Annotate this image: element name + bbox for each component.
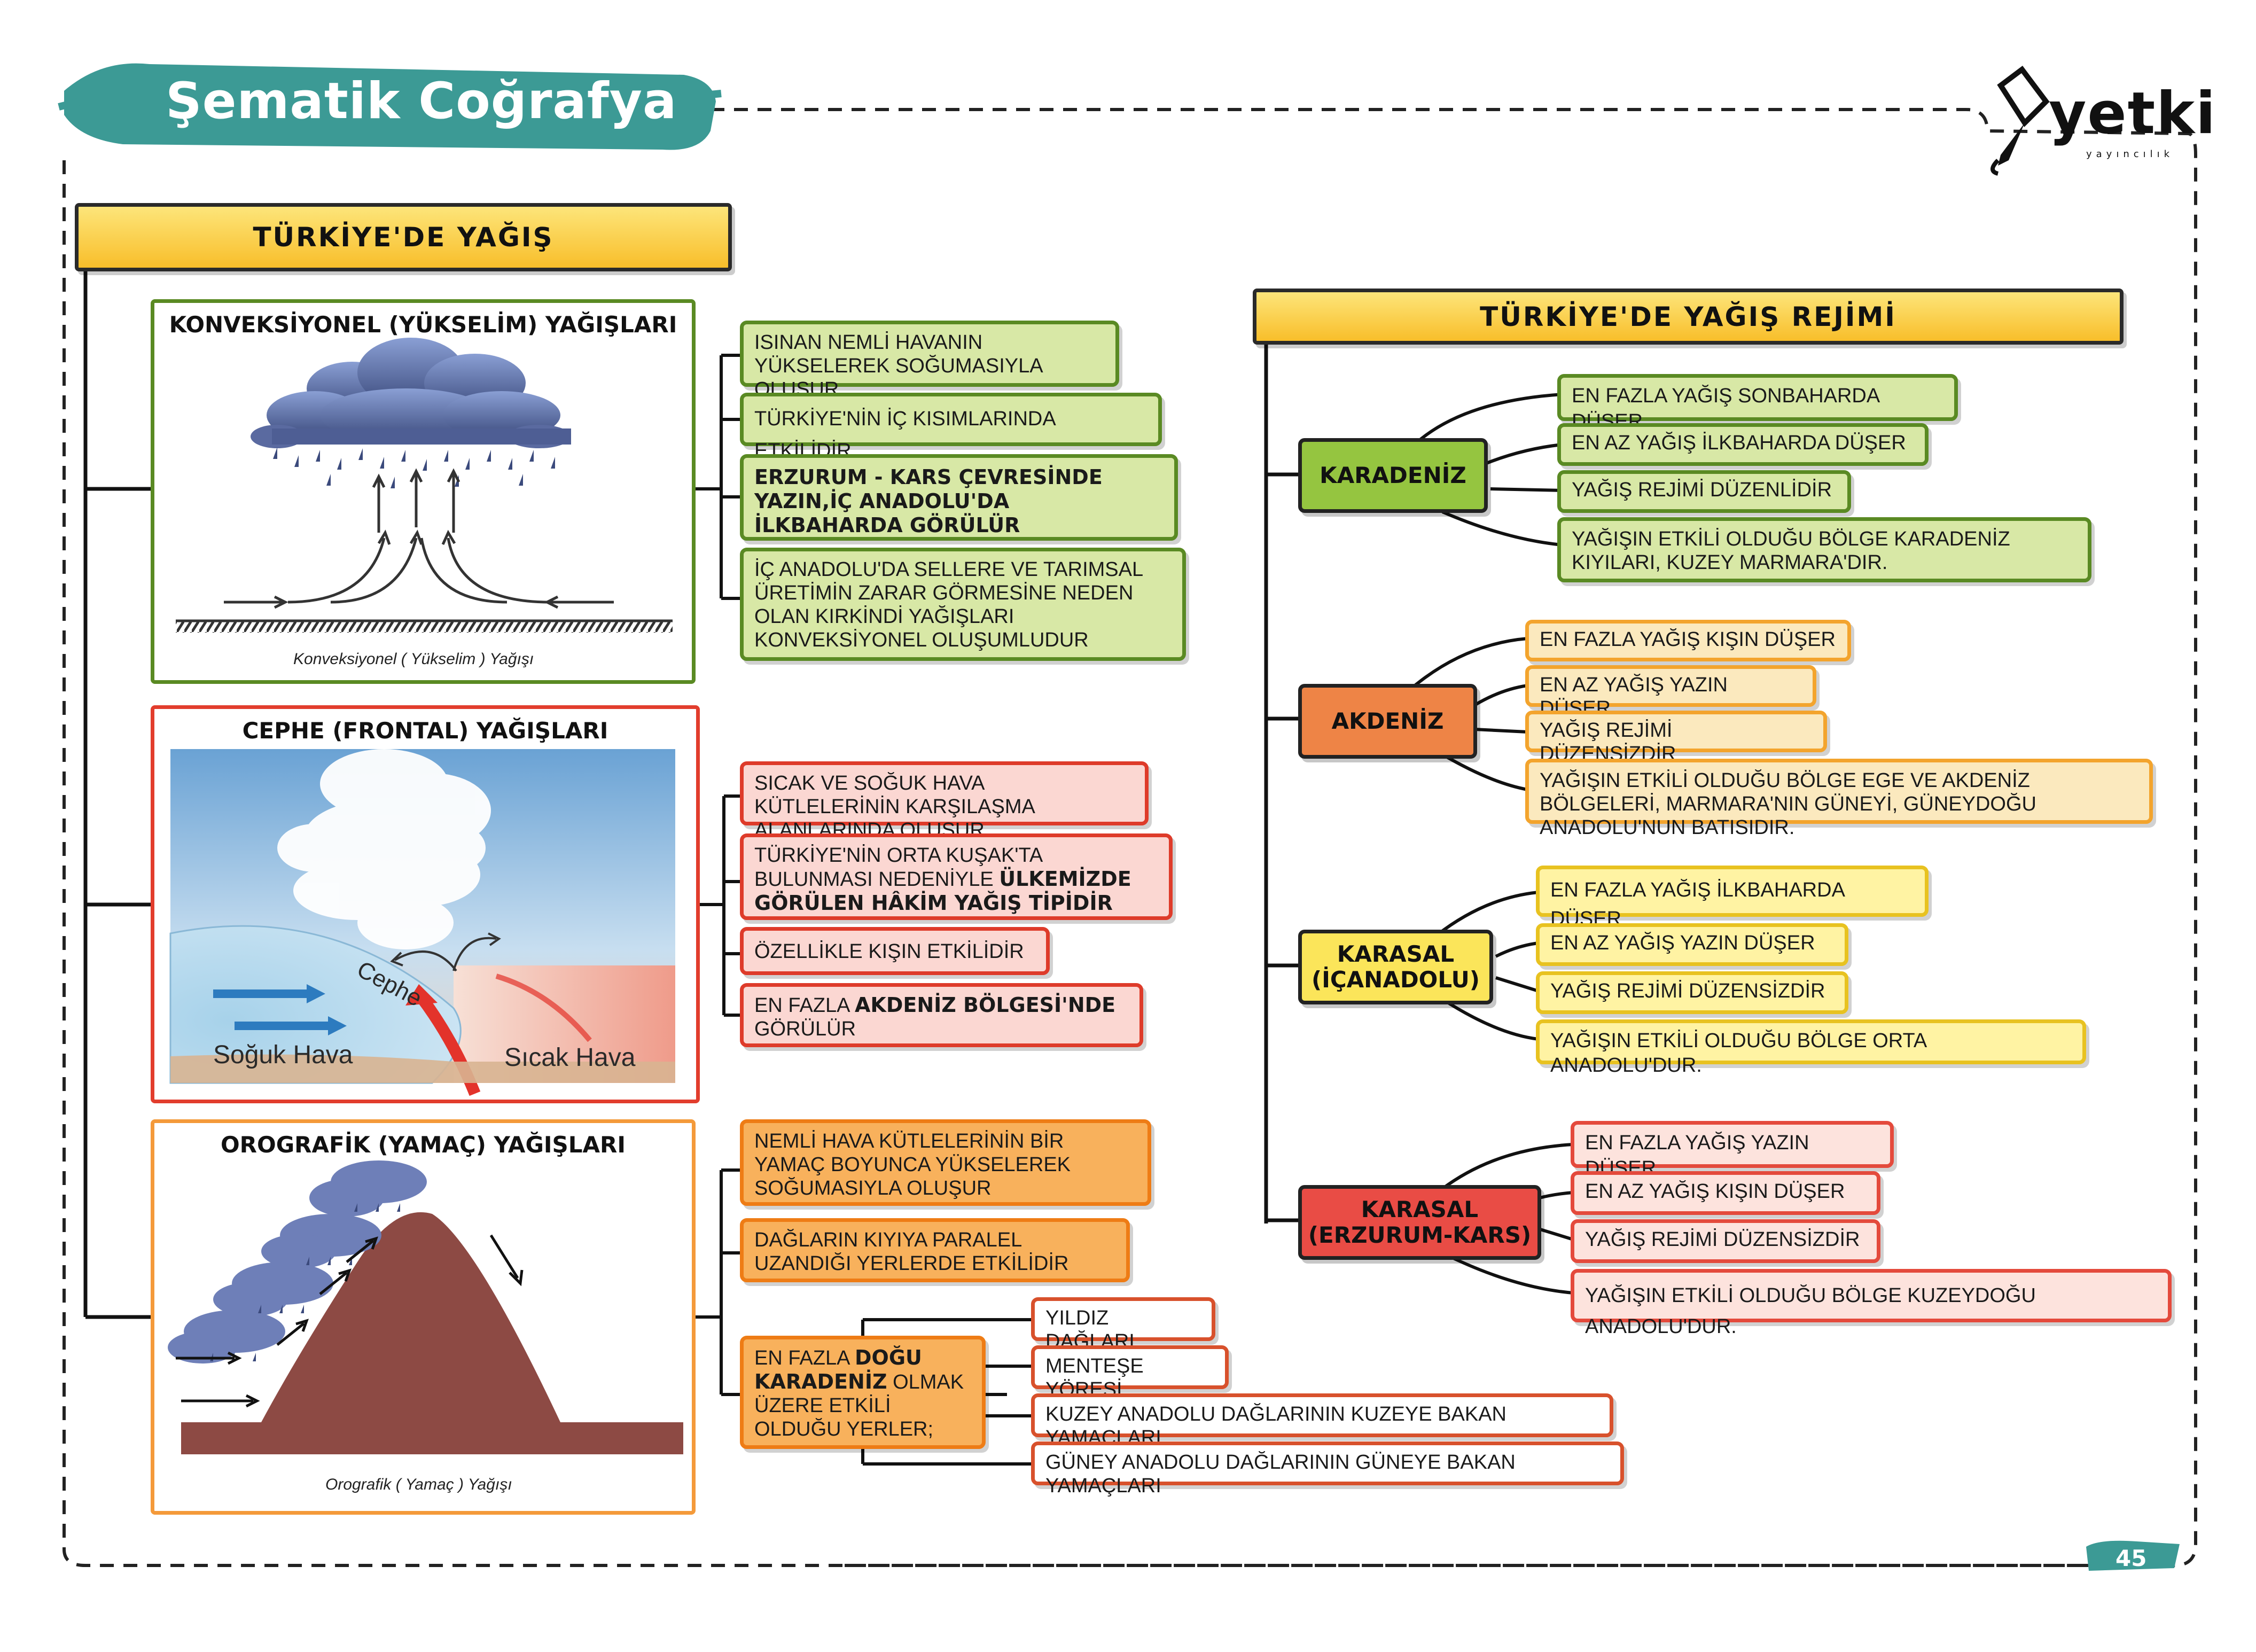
orographic-note-3-bold: DOĞU KARADENİZ — [754, 1346, 922, 1393]
orographic-place-2: MENTEŞE YÖRESİ — [1031, 1345, 1229, 1401]
orographic-panel: OROGRAFİK (YAMAÇ) YAĞIŞLARI — [151, 1119, 696, 1515]
region-karasal-icanadolu: KARASAL (İÇANADOLU) — [1298, 930, 1493, 1004]
rain-drops — [273, 447, 555, 488]
lift-arrows — [390, 932, 501, 972]
frontal-note-4-bold: AKDENİZ BÖLGESİ'NDE — [854, 993, 1116, 1017]
orographic-note-2: DAĞLARIN KIYIYA PARALEL UZANDIĞI YERLERD… — [740, 1218, 1130, 1282]
akdeniz-item-2: EN AZ YAĞIŞ YAZIN DÜŞER — [1525, 665, 1816, 720]
convection-note-4: İÇ ANADOLU'DA SELLERE VE TARIMSAL ÜRETİM… — [740, 548, 1186, 661]
karasal-ic-item-2: EN AZ YAĞIŞ YAZIN DÜŞER — [1536, 923, 1848, 966]
regime-header: TÜRKİYE'DE YAĞIŞ REJİMİ — [1253, 289, 2124, 345]
frontal-note-2-bold: ÜLKEMİZDE GÖRÜLEN HÂKİM YAĞIŞ TİPİDİR — [754, 867, 1131, 915]
frontal-note-4-c: GÖRÜLÜR — [754, 1018, 856, 1040]
banner-shape — [58, 63, 722, 150]
frontal-title: CEPHE (FRONTAL) YAĞIŞLARI — [242, 718, 608, 744]
warm-air-label: Sıcak Hava — [504, 1043, 636, 1072]
main-header: TÜRKİYE'DE YAĞIŞ — [75, 203, 732, 271]
banner-title: Şematik Coğrafya — [166, 72, 677, 130]
pen-icon — [1990, 66, 2050, 176]
karasal-ek-item-2: EN AZ YAĞIŞ KIŞIN DÜŞER — [1571, 1171, 1880, 1215]
convection-note-3: ERZURUM - KARS ÇEVRESİNDE YAZIN,İÇ ANADO… — [740, 454, 1178, 541]
orographic-note-3-c: OLMAK ÜZERE ETKİLİ OLDUĞU YERLER; — [754, 1371, 964, 1440]
orographic-note-3-a: EN FAZLA — [754, 1347, 855, 1369]
region-karasal-erzurum-kars: KARASAL (ERZURUM-KARS) — [1298, 1185, 1541, 1260]
logo-text: yetki — [2049, 80, 2217, 147]
cold-air-arrows — [213, 984, 347, 1035]
karadeniz-item-4: YAĞIŞIN ETKİLİ OLDUĞU BÖLGE KARADENİZ KI… — [1557, 517, 2091, 582]
mountain-shape — [181, 1212, 683, 1454]
convection-caption: Konveksiyonel ( Yükselim ) Yağışı — [293, 650, 534, 668]
frontal-note-4: EN FAZLA AKDENİZ BÖLGESİ'NDE GÖRÜLÜR — [740, 983, 1143, 1047]
karasal-ek-item-1: EN FAZLA YAĞIŞ YAZIN DÜŞER — [1571, 1121, 1894, 1180]
frontal-note-4-a: EN FAZLA — [754, 994, 855, 1017]
page-frame-left-bottom — [63, 160, 2094, 1567]
akdeniz-item-1: EN FAZLA YAĞIŞ KIŞIN DÜŞER — [1525, 620, 1851, 661]
orographic-title: OROGRAFİK (YAMAÇ) YAĞIŞLARI — [220, 1132, 626, 1158]
frontal-note-3: ÖZELLİKLE KIŞIN ETKİLİDİR — [740, 927, 1050, 975]
convection-title: KONVEKSİYONEL (YÜKSELİM) YAĞIŞLARI — [169, 311, 677, 338]
akdeniz-item-4: YAĞIŞIN ETKİLİ OLDUĞU BÖLGE EGE VE AKDEN… — [1525, 759, 2153, 839]
karadeniz-item-3: YAĞIŞ REJİMİ DÜZENLİDİR — [1557, 470, 1851, 513]
convection-illustration — [176, 338, 673, 633]
cold-air-label: Soğuk Hava — [213, 1041, 353, 1069]
convection-panel: KONVEKSİYONEL (YÜKSELİM) YAĞIŞLARI — [151, 299, 696, 684]
orographic-note-3: EN FAZLA DOĞU KARADENİZ OLMAK ÜZERE ETKİ… — [740, 1336, 986, 1449]
convection-note-1: ISINAN NEMLİ HAVANIN YÜKSELEREK SOĞUMASI… — [740, 321, 1119, 401]
frontal-note-1: SICAK VE SOĞUK HAVA KÜTLELERİNİN KARŞILA… — [740, 761, 1149, 841]
karadeniz-item-1: EN FAZLA YAĞIŞ SONBAHARDA DÜŞER — [1557, 374, 1958, 433]
frontal-illustration — [169, 749, 675, 1096]
karasal-ek-item-3: YAĞIŞ REJİMİ DÜZENSİZDİR — [1571, 1219, 1880, 1263]
page-frame-top-right — [711, 108, 2197, 1567]
orographic-place-3: KUZEY ANADOLU DAĞLARININ KUZEYE BAKAN YA… — [1031, 1393, 1613, 1449]
karasal-ek-item-4: YAĞIŞIN ETKİLİ OLDUĞU BÖLGE KUZEYDOĞU AN… — [1571, 1269, 2172, 1338]
orographic-caption: Orografik ( Yamaç ) Yağışı — [325, 1476, 512, 1493]
frontal-note-2-text: TÜRKİYE'NİN ORTA KUŞAK'TA BULUNMASI NEDE… — [754, 844, 1042, 891]
orographic-place-4: GÜNEY ANADOLU DAĞLARININ GÜNEYE BAKAN YA… — [1031, 1441, 1624, 1497]
rising-air-arrows — [224, 468, 614, 609]
convection-note-2: TÜRKİYE'NİN İÇ KISIMLARINDA ETKİLİDİR — [740, 393, 1162, 462]
orographic-cloud-icons — [168, 1160, 427, 1363]
region-akdeniz: AKDENİZ — [1298, 684, 1477, 759]
ground-strip — [176, 621, 673, 633]
orographic-illustration — [168, 1160, 683, 1454]
page-number: 45 — [2116, 1545, 2147, 1571]
storm-cloud-icon — [251, 338, 571, 448]
karasal-ic-item-4: YAĞIŞIN ETKİLİ OLDUĞU BÖLGE ORTA ANADOLU… — [1536, 1019, 2086, 1077]
karasal-ic-item-3: YAĞIŞ REJİMİ DÜZENSİZDİR — [1536, 971, 1848, 1014]
cumulus-cloud-icon — [277, 749, 491, 949]
frontal-panel: CEPHE (FRONTAL) YAĞIŞLARI — [151, 705, 700, 1103]
orographic-wind-arrows — [176, 1234, 524, 1408]
orographic-note-1: NEMLİ HAVA KÜTLELERİNİN BİR YAMAÇ BOYUNC… — [740, 1119, 1151, 1206]
frontal-note-2: TÜRKİYE'NİN ORTA KUŞAK'TA BULUNMASI NEDE… — [740, 833, 1173, 920]
convection-note-3-text: ERZURUM - KARS ÇEVRESİNDE YAZIN,İÇ ANADO… — [754, 465, 1103, 537]
karadeniz-item-2: EN AZ YAĞIŞ İLKBAHARDA DÜŞER — [1557, 423, 1929, 466]
region-karadeniz: KARADENİZ — [1298, 438, 1488, 513]
logo-subtitle: yayıncılık — [2086, 149, 2174, 160]
orographic-place-1: YILDIZ DAĞLARI — [1031, 1297, 1215, 1353]
